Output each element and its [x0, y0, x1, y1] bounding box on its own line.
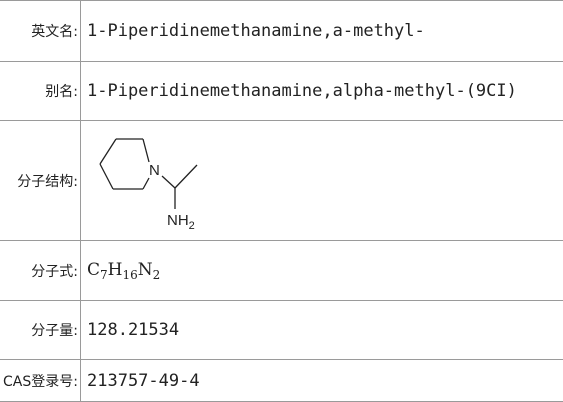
label-alias: 别名: — [0, 62, 81, 121]
molecule-structure-diagram: N NH2 — [87, 125, 217, 237]
label-cas: CAS登录号: — [0, 360, 81, 402]
row-alias: 别名: 1-Piperidinemethanamine,alpha-methyl… — [0, 62, 563, 121]
label-cas-text: CAS登录号: — [3, 371, 78, 391]
bond-7 — [162, 176, 175, 188]
molecular-formula: C7H16N2 — [87, 260, 160, 280]
row-english-name: 英文名: 1-Piperidinemethanamine,a-methyl- — [0, 1, 563, 62]
label-english-name: 英文名: — [0, 1, 81, 62]
bond-1 — [100, 139, 116, 164]
row-formula: 分子式: C7H16N2 — [0, 241, 563, 301]
row-molecular-weight: 分子量: 128.21534 — [0, 301, 563, 360]
label-molecular-weight: 分子量: — [0, 301, 81, 360]
value-cas: 213757-49-4 — [81, 360, 563, 402]
atom-nh2-label: NH2 — [167, 212, 195, 232]
bond-5 — [143, 139, 149, 162]
value-formula: C7H16N2 — [81, 241, 563, 301]
value-english-name: 1-Piperidinemethanamine,a-methyl- — [81, 1, 563, 62]
atom-n-label: N — [149, 162, 160, 179]
bond-8 — [175, 165, 197, 188]
label-structure-text: 分子结构: — [17, 174, 78, 190]
row-cas: CAS登录号: 213757-49-4 — [0, 360, 563, 402]
label-structure: 分子结构: — [0, 121, 81, 241]
structure-cell: N NH2 — [81, 121, 563, 241]
bond-2 — [100, 164, 113, 189]
label-formula: 分子式: — [0, 241, 81, 301]
value-alias: 1-Piperidinemethanamine,alpha-methyl-(9C… — [81, 62, 563, 121]
value-molecular-weight: 128.21534 — [81, 301, 563, 360]
bond-4 — [143, 178, 149, 189]
row-structure: 分子结构: N — [0, 121, 563, 241]
